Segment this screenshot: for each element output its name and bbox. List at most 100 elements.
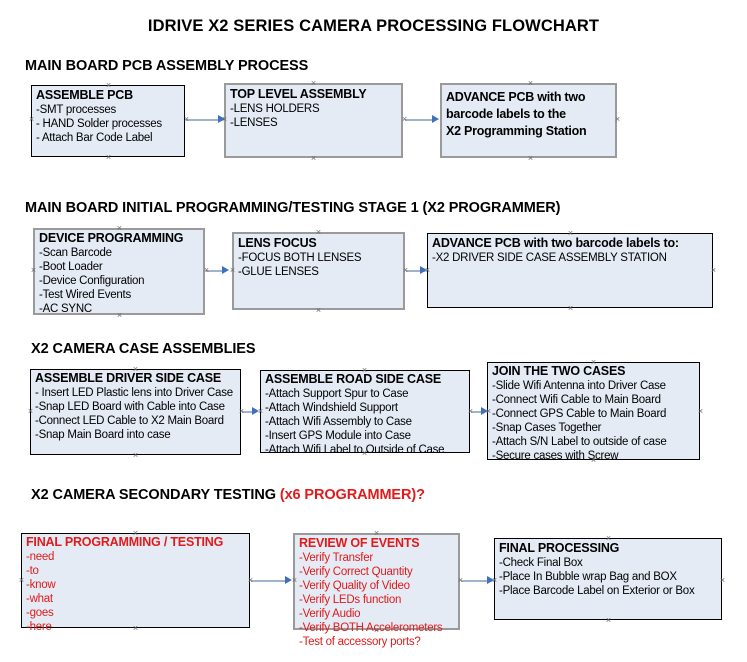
box-join-the-two-cases[interactable]: JOIN THE TWO CASES -Slide Wifi Antenna i…: [487, 362, 700, 462]
connector-7-line: [251, 580, 289, 582]
box-device-programming[interactable]: DEVICE PROGRAMMING -Scan Barcode -Boot L…: [33, 228, 205, 315]
box-review-of-events-title: REVIEW OF EVENTS: [299, 536, 420, 550]
anchor-x-icon: ×: [132, 528, 139, 538]
box-final-programming-testing-line-5: -goes: [26, 607, 54, 619]
anchor-x-icon: ×: [614, 114, 621, 124]
box-review-of-events-line-1: -Verify Transfer: [299, 552, 373, 564]
anchor-x-icon: ×: [401, 114, 408, 124]
box-assemble-road-side-case[interactable]: ASSEMBLE ROAD SIDE CASE -Attach Support …: [260, 370, 470, 456]
connector-2-arrowhead-icon: [432, 115, 439, 123]
box-final-programming-testing-title: FINAL PROGRAMMING / TESTING: [26, 535, 224, 549]
anchor-x-icon: ×: [590, 455, 597, 465]
anchor-x-icon: ×: [527, 78, 534, 88]
anchor-x-icon: ×: [590, 357, 597, 367]
anchor-x-icon: ×: [605, 615, 612, 625]
anchor-x-icon: ×: [229, 265, 236, 275]
box-review-of-events-line-3: -Verify Quality of Video: [299, 580, 410, 592]
connector-3-line: [206, 270, 226, 272]
box-assemble-driver-side-case[interactable]: ASSEMBLE DRIVER SIDE CASE - Insert LED P…: [30, 369, 241, 455]
anchor-x-icon: ×: [132, 450, 139, 460]
anchor-x-icon: ×: [132, 364, 139, 374]
box-device-programming-line-4: -Test Wired Events: [39, 289, 131, 301]
connector-6-line: [471, 411, 485, 413]
box-lens-focus-line-2: -GLUE LENSES: [238, 266, 319, 278]
box-join-the-two-cases-line-1: -Slide Wifi Antenna into Driver Case: [492, 380, 666, 392]
connector-5-line: [242, 411, 256, 413]
box-review-of-events[interactable]: REVIEW OF EVENTS -Verify Transfer -Verif…: [293, 533, 460, 648]
box-final-programming-testing-line-6: -here: [26, 621, 52, 633]
box-assemble-driver-side-case-line-2: -Snap LED Board with Cable into Case: [35, 401, 225, 413]
connector-8-arrowhead-icon: [487, 576, 494, 584]
box-device-programming-title: DEVICE PROGRAMMING: [39, 231, 184, 245]
box-join-the-two-cases-line-5: -Attach S/N Label to outside of case: [492, 436, 667, 448]
anchor-x-icon: ×: [567, 228, 574, 238]
anchor-x-icon: ×: [402, 265, 409, 275]
box-top-level-assembly-line-2: -LENSES: [230, 117, 278, 129]
section-heading-4: X2 CAMERA SECONDARY TESTING (x6 PROGRAMM…: [31, 487, 425, 503]
box-assemble-pcb[interactable]: ASSEMBLE PCB -SMT processes - HAND Solde…: [31, 85, 185, 157]
anchor-x-icon: ×: [28, 114, 35, 124]
anchor-x-icon: ×: [30, 265, 37, 275]
connector-3-arrowhead-icon: [222, 266, 229, 274]
anchor-x-icon: ×: [247, 575, 254, 585]
box-review-of-events-line-7: -Test of accessory ports?: [299, 636, 421, 648]
box-top-level-assembly[interactable]: TOP LEVEL ASSEMBLY -LENS HOLDERS -LENSES: [224, 83, 403, 158]
box-lens-focus[interactable]: LENS FOCUS -FOCUS BOTH LENSES -GLUE LENS…: [232, 232, 405, 310]
box-advance-pcb-driver-side-case[interactable]: ADVANCE PCB with two barcode labels to: …: [427, 233, 713, 308]
anchor-x-icon: ×: [315, 305, 322, 315]
anchor-x-icon: ×: [373, 625, 380, 635]
section-heading-4-accent: (x6 PROGRAMMER)?: [279, 487, 425, 503]
box-final-programming-testing[interactable]: FINAL PROGRAMMING / TESTING -need -to -k…: [21, 533, 250, 633]
box-lens-focus-title: LENS FOCUS: [238, 236, 317, 250]
page-title: IDRIVE X2 SERIES CAMERA PROCESSING FLOWC…: [147, 17, 600, 35]
anchor-x-icon: ×: [105, 80, 112, 90]
connector-7-arrowhead-icon: [285, 576, 292, 584]
box-device-programming-line-3: -Device Configuration: [39, 275, 145, 287]
anchor-x-icon: ×: [310, 78, 317, 88]
box-join-the-two-cases-line-6: -Secure cases with Screw: [492, 450, 619, 462]
connector-5-arrowhead-icon: [252, 407, 259, 415]
box-assemble-road-side-case-line-3: -Attach Wifi Assembly to Case: [265, 416, 412, 428]
box-device-programming-line-2: -Boot Loader: [39, 261, 103, 273]
anchor-x-icon: ×: [373, 528, 380, 538]
box-assemble-road-side-case-line-2: -Attach Windshield Support: [265, 402, 398, 414]
box-review-of-events-line-6: -Verify BOTH Accelerometers: [299, 622, 443, 634]
box-advance-pcb-x2-line-2: barcode labels to the: [446, 107, 566, 121]
box-final-programming-testing-line-3: -know: [26, 579, 56, 591]
box-advance-pcb-x2-programming-station[interactable]: ADVANCE PCB with two barcode labels to t…: [440, 83, 617, 158]
box-top-level-assembly-line-1: -LENS HOLDERS: [230, 103, 320, 115]
section-heading-2-text: MAIN BOARD INITIAL PROGRAMMING/TESTING S…: [25, 200, 561, 216]
anchor-x-icon: ×: [116, 223, 123, 233]
box-assemble-road-side-case-line-1: -Attach Support Spur to Case: [265, 388, 409, 400]
anchor-x-icon: ×: [424, 265, 431, 275]
connector-2-line: [405, 119, 436, 121]
box-advance-pcb-x2-line-1: ADVANCE PCB with two: [446, 90, 586, 104]
box-assemble-driver-side-case-title: ASSEMBLE DRIVER SIDE CASE: [35, 371, 222, 385]
section-heading-1: MAIN BOARD PCB ASSEMBLY PROCESS: [25, 58, 308, 74]
box-device-programming-line-5: -AC SYNC: [39, 303, 92, 315]
anchor-x-icon: ×: [457, 575, 464, 585]
section-heading-3-text: X2 CAMERA CASE ASSEMBLIES: [31, 341, 256, 357]
box-final-processing[interactable]: FINAL PROCESSING -Check Final Box -Place…: [494, 538, 722, 620]
box-join-the-two-cases-line-3: -Connect GPS Cable to Main Board: [492, 408, 667, 420]
anchor-x-icon: ×: [291, 575, 298, 585]
anchor-x-icon: ×: [132, 623, 139, 633]
box-assemble-road-side-case-line-4: -Insert GPS Module into Case: [265, 430, 411, 442]
anchor-x-icon: ×: [361, 365, 368, 375]
anchor-x-icon: ×: [605, 533, 612, 543]
anchor-x-icon: ×: [27, 406, 34, 416]
anchor-x-icon: ×: [361, 448, 368, 458]
anchor-x-icon: ×: [467, 406, 474, 416]
box-assemble-driver-side-case-line-1: - Insert LED Plastic lens into Driver Ca…: [35, 387, 233, 399]
box-advance-pcb-driver-title: ADVANCE PCB with two barcode labels to:: [432, 236, 679, 250]
box-review-of-events-line-5: -Verify Audio: [299, 608, 361, 620]
box-final-processing-line-3: -Place Barcode Label on Exterior or Box: [499, 585, 695, 597]
box-advance-pcb-x2-line-3: X2 Programming Station: [446, 124, 587, 138]
anchor-x-icon: ×: [527, 153, 534, 163]
box-join-the-two-cases-line-4: -Snap Cases Together: [492, 422, 602, 434]
box-final-processing-title: FINAL PROCESSING: [499, 541, 620, 555]
connector-4-line: [406, 270, 425, 272]
box-join-the-two-cases-title: JOIN THE TWO CASES: [492, 364, 626, 378]
anchor-x-icon: ×: [203, 265, 210, 275]
